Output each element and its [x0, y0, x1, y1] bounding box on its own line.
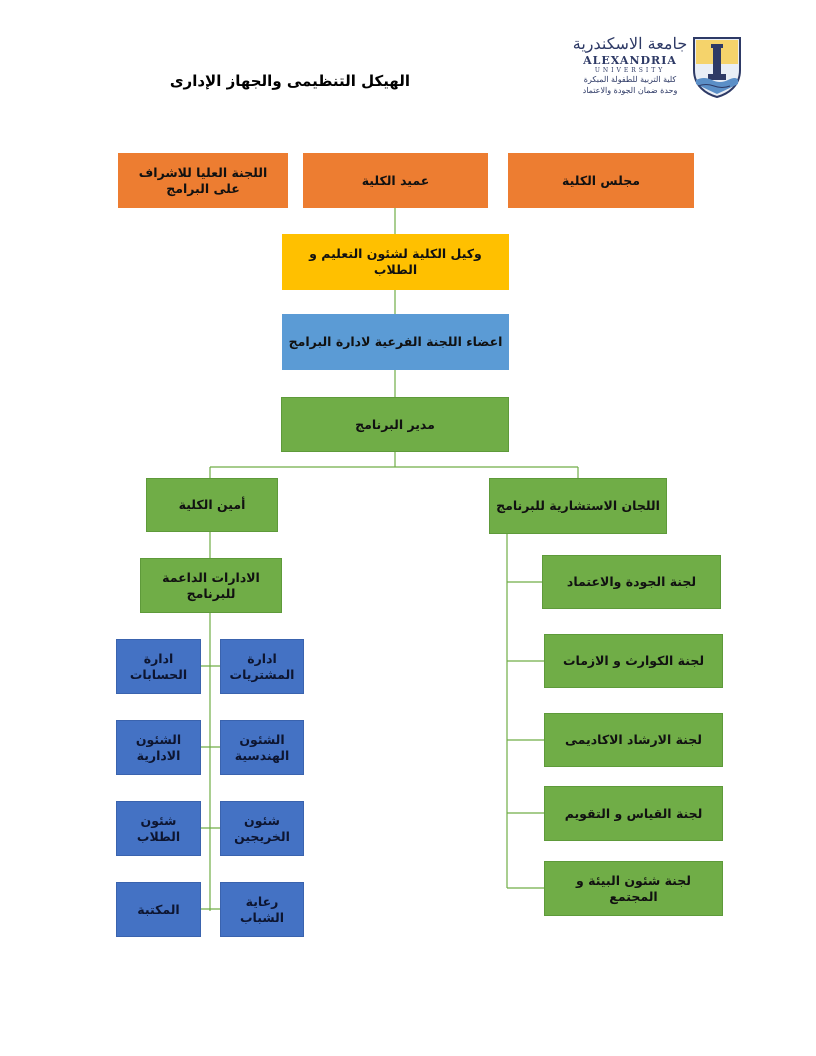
faculty-council-box: مجلس الكلية — [508, 153, 694, 208]
page-title: الهيكل التنظيمى والجهاز الإدارى — [169, 72, 410, 90]
supreme-committee-box: اللجنة العليا للاشراف على البرامج — [118, 153, 288, 208]
faculty-secretary-box: أمين الكلية — [146, 478, 278, 532]
university-logo: جامعة الاسكندرية ALEXANDRIA UNIVERSITY ك… — [566, 34, 746, 100]
department-item: الشئون الادارية — [116, 720, 201, 775]
committee-item: لجنة الجودة والاعتماد — [542, 555, 721, 609]
committee-item: لجنة الكوارث و الازمات — [544, 634, 723, 688]
vice-dean-box: وكيل الكلية لشئون التعليم و الطلاب — [282, 234, 509, 290]
subcommittee-box: اعضاء اللجنة الفرعية لادارة البرامج — [282, 314, 509, 370]
advisory-committees-box: اللجان الاستشارية للبرنامج — [489, 478, 667, 534]
program-director-box: مدير البرنامج — [281, 397, 509, 452]
logo-english-name: ALEXANDRIA — [583, 54, 677, 67]
logo-arabic-lines: كلية التربية للطفولة المبكرة وحدة ضمان ا… — [572, 74, 688, 96]
department-item: الشئون الهندسية — [220, 720, 304, 775]
lighthouse-shield-icon — [693, 37, 741, 98]
committee-item: لجنة القياس و التقويم — [544, 786, 723, 841]
dean-box: عميد الكلية — [303, 153, 488, 208]
logo-arabic-line1: كلية التربية للطفولة المبكرة — [583, 75, 677, 84]
department-item: شئون الخريجين — [220, 801, 304, 856]
support-departments-box: الادارات الداعمة للبرنامج — [140, 558, 282, 613]
logo-arabic-name: جامعة الاسكندرية — [572, 34, 688, 53]
committee-item: لجنة الارشاد الاكاديمى — [544, 713, 723, 767]
department-item: شئون الطلاب — [116, 801, 201, 856]
logo-english-sub: UNIVERSITY — [594, 67, 666, 74]
department-item: رعاية الشباب — [220, 882, 304, 937]
department-item: ادارة الحسابات — [116, 639, 201, 694]
department-item: ادارة المشتريات — [220, 639, 304, 694]
committee-item: لجنة شئون البيئة و المجتمع — [544, 861, 723, 916]
department-item: المكتبة — [116, 882, 201, 937]
logo-arabic-line2: وحدة ضمان الجودة والاعتماد — [582, 86, 678, 95]
